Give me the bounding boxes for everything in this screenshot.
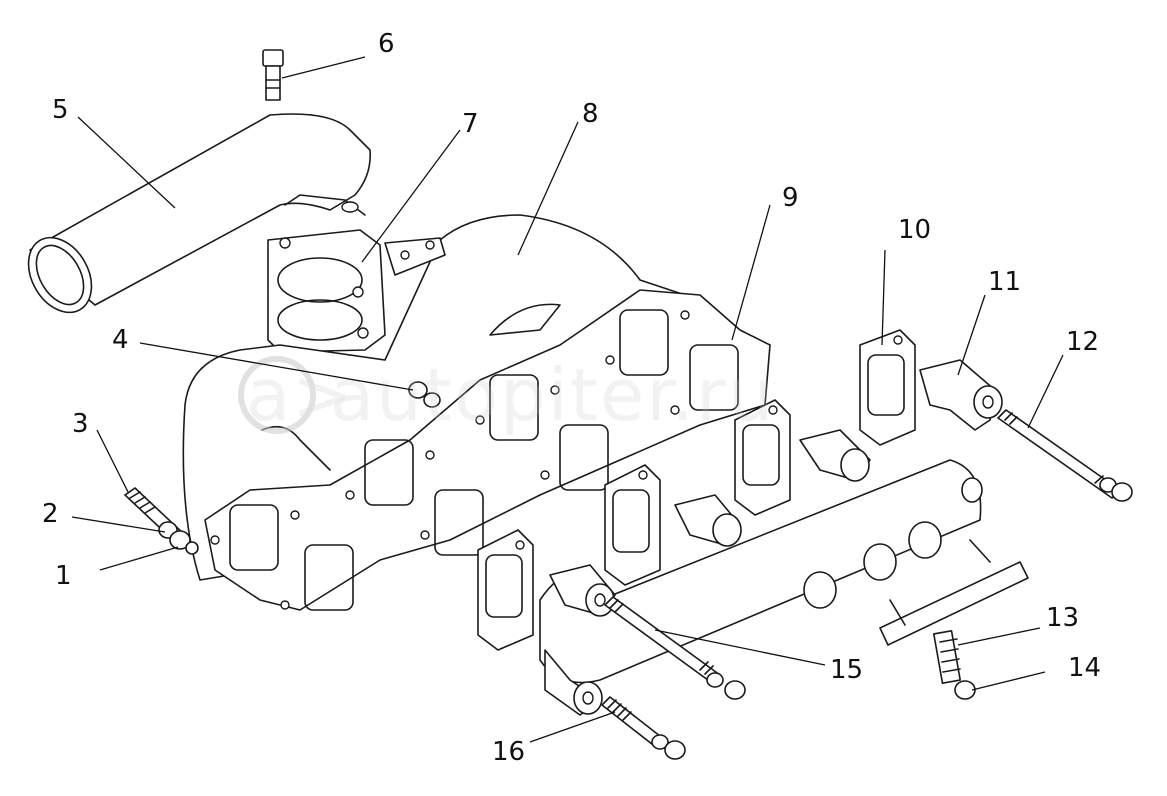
label-12: 12 — [1066, 327, 1099, 357]
watermark-text: autopiter.ru — [330, 353, 775, 437]
label-3: 3 — [72, 409, 89, 439]
outlet-pipe — [27, 113, 372, 314]
label-7: 7 — [462, 109, 479, 139]
label-13: 13 — [1046, 603, 1079, 633]
label-10: 10 — [898, 215, 931, 245]
label-1: 1 — [55, 561, 72, 591]
label-6: 6 — [378, 29, 395, 59]
watermark: a> autopiter.ru — [238, 353, 775, 437]
pipe-bolt — [262, 49, 284, 101]
label-2: 2 — [42, 499, 59, 529]
label-11: 11 — [988, 267, 1021, 297]
watermark-symbol: a> — [246, 353, 354, 437]
label-14: 14 — [1068, 653, 1101, 683]
part-numbers: 1 2 3 4 5 6 7 8 9 10 11 12 13 14 15 16 — [42, 29, 1101, 767]
label-4: 4 — [112, 325, 129, 355]
label-8: 8 — [582, 99, 599, 129]
label-16: 16 — [492, 737, 525, 767]
studs — [124, 409, 1121, 749]
flange-gasket — [267, 229, 386, 353]
nuts-washers — [158, 381, 1133, 760]
leader-lines — [71, 56, 1064, 743]
intake-gasket — [204, 289, 771, 611]
label-9: 9 — [782, 183, 799, 213]
exhaust-gaskets — [477, 329, 916, 651]
label-15: 15 — [830, 655, 863, 685]
label-5: 5 — [52, 95, 69, 125]
